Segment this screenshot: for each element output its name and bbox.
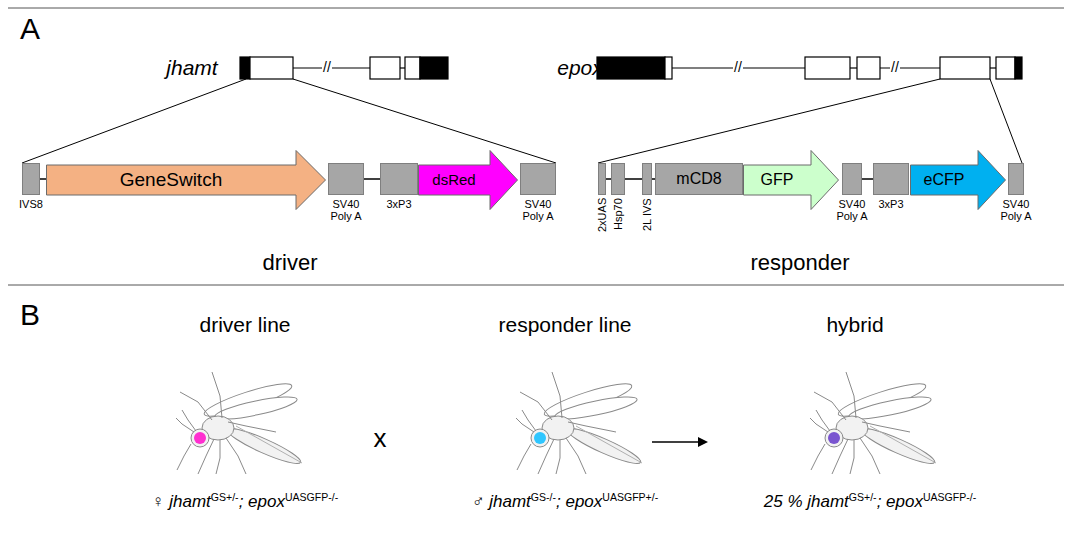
gene-name: epox [557,56,603,80]
cross-arrow [652,437,708,447]
construct-name: driver [262,250,317,275]
polya-element: SV40 Poly A [1008,163,1024,195]
element-label: GeneSwitch [120,169,222,191]
element-label: eCFP [924,171,965,189]
coding-box: mCD8 [655,163,743,195]
arrow-outline [911,151,1006,210]
line-name: responder line [498,313,631,337]
element-label: 2xUAS [596,198,608,232]
genotype: 25 % jhamtGS+/-; epoxUASGFP-/- [764,492,976,512]
line-name: driver line [199,313,290,337]
promoter-element: Hsp70 [611,163,625,195]
backbone-line [364,178,380,180]
backbone-line [625,178,642,180]
panel-rule [8,8,1064,9]
element-label: dsRed [432,171,475,188]
construct-name: responder [750,250,849,275]
axis-break: // [733,59,743,75]
genotype: ♂ jhamtGS-/-; epoxUASGFP+/- [472,492,658,512]
gene-name: jhamt [166,56,217,80]
element-label: GFP [761,171,794,189]
element-label: 3xP3 [869,198,913,210]
element-label: SV40 Poly A [324,198,368,222]
promoter-element: 3xP3 [873,163,909,195]
coding-arrow: GeneSwitch [46,150,326,210]
backbone-line [40,178,46,180]
arrow-outline [419,151,518,210]
polya-element: SV40 Poly A [328,163,364,195]
gene-model [22,57,556,163]
marker-arrow: dsRed [418,150,518,210]
arrow-outline [47,151,326,210]
gene-model [597,57,1022,163]
element-label: Hsp70 [612,198,624,230]
marker-arrow: eCFP [910,150,1006,210]
backbone-line [862,178,873,180]
cross-symbol: x [374,424,387,454]
reporter-arrow: GFP [743,150,839,210]
intron-element: IVS8 [22,163,40,195]
polya-element: SV40 Poly A [520,163,556,195]
panel-letter: B [20,298,40,333]
element-label: SV40 Poly A [516,198,560,222]
element-label: mCD8 [676,170,721,188]
uas-element: 2xUAS [598,163,606,195]
polya-element: SV40 Poly A [842,163,862,195]
element-label: IVS8 [9,198,53,210]
mosquito-illustration [514,372,643,474]
line-name: hybrid [826,313,883,337]
arrow-outline [744,151,839,210]
mosquito-illustration [174,372,303,474]
panel-rule [8,285,1064,286]
promoter-element: 3xP3 [380,163,418,195]
element-label: 3xP3 [377,198,421,210]
element-label: SV40 Poly A [830,198,874,222]
axis-break: // [890,59,900,75]
intron-element: 2L IVS [642,163,652,195]
axis-break: // [322,59,332,75]
element-label: 2L IVS [641,198,653,231]
panel-letter: A [20,12,40,47]
element-label: SV40 Poly A [994,198,1038,222]
mosquito-illustration [808,372,937,474]
genotype: ♀ jhamtGS+/-; epoxUASGFP-/- [152,492,338,512]
